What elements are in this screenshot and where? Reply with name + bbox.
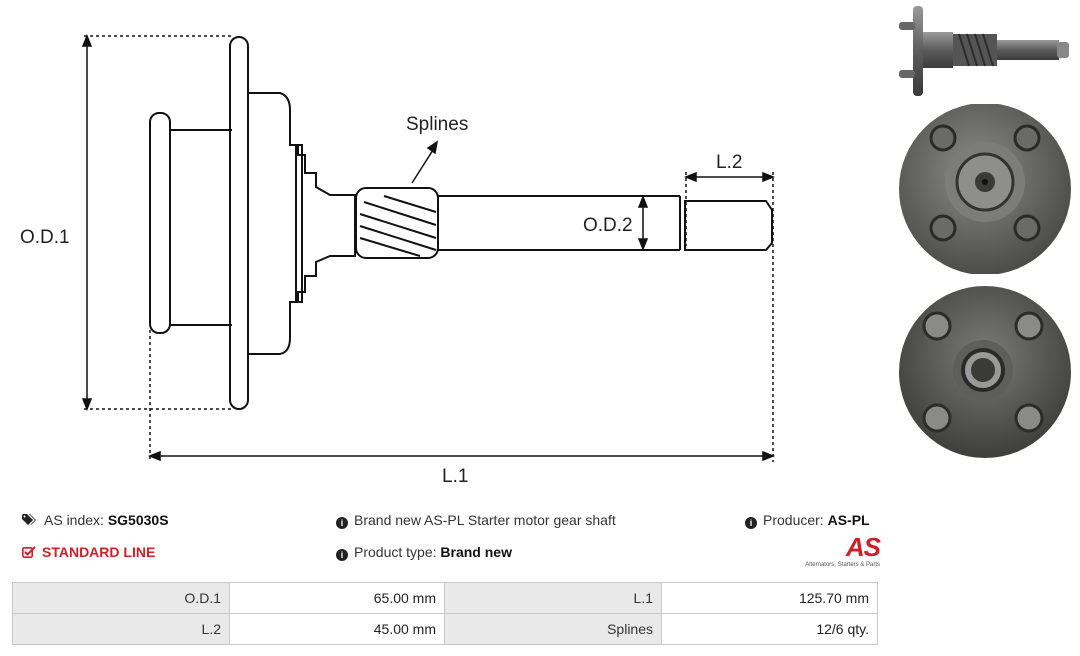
product-type-label: Product type:	[354, 544, 437, 560]
rear-cylinder	[149, 112, 171, 334]
logo-tagline: Alternators, Starters & Parts	[805, 562, 880, 568]
spline-gear	[355, 187, 439, 259]
specs-table: O.D.1 65.00 mm L.1 125.70 mm L.2 45.00 m…	[12, 582, 878, 645]
as-index-label: AS index:	[44, 512, 104, 528]
standard-line-label: STANDARD LINE	[42, 544, 156, 560]
description-text: Brand new AS-PL Starter motor gear shaft	[354, 512, 616, 528]
as-index-value: SG5030S	[107, 512, 169, 528]
info-icon: i	[336, 549, 348, 561]
product-line-row: STANDARD LINE	[22, 544, 155, 560]
tags-icon	[22, 512, 38, 528]
spec-label: L.1	[444, 582, 662, 614]
side-view-photo	[899, 6, 1069, 96]
spec-value: 12/6 qty.	[661, 613, 878, 645]
spec-value: 65.00 mm	[229, 582, 445, 614]
splines-label: Splines	[406, 114, 468, 135]
table-row: O.D.1 65.00 mm L.1 125.70 mm	[12, 582, 878, 614]
info-icon: i	[336, 517, 348, 529]
spec-label: Splines	[444, 613, 662, 645]
od2-label: O.D.2	[583, 215, 633, 236]
logo-mark: AS	[845, 532, 881, 562]
spec-value: 125.70 mm	[661, 582, 878, 614]
spec-label: L.2	[12, 613, 230, 645]
technical-drawing: O.D.1 O.D.2 L.1 L.2 Splines	[20, 33, 776, 487]
spec-value: 45.00 mm	[229, 613, 445, 645]
producer-label: Producer:	[763, 512, 824, 528]
as-pl-logo: AS Alternators, Starters & Parts	[780, 532, 881, 568]
as-index-row: AS index: SG5030S	[22, 512, 169, 528]
shaft-end-stub	[684, 200, 773, 251]
spec-label: O.D.1	[12, 582, 230, 614]
producer-value: AS-PL	[827, 512, 870, 528]
od1-label: O.D.1	[20, 227, 70, 248]
table-row: L.2 45.00 mm Splines 12/6 qty.	[12, 613, 878, 645]
product-type-value: Brand new	[440, 544, 512, 560]
producer-row: i Producer: AS-PL	[745, 512, 870, 529]
l1-label: L.1	[442, 466, 468, 487]
l2-label: L.2	[716, 152, 742, 173]
checkbox-icon	[22, 544, 36, 560]
info-icon: i	[745, 517, 757, 529]
description-row: i Brand new AS-PL Starter motor gear shaf…	[336, 512, 616, 529]
flange-plate	[229, 36, 249, 410]
front-view-photo	[899, 104, 1071, 274]
product-type-row: i Product type: Brand new	[336, 544, 512, 561]
rear-view-photo	[899, 286, 1071, 458]
